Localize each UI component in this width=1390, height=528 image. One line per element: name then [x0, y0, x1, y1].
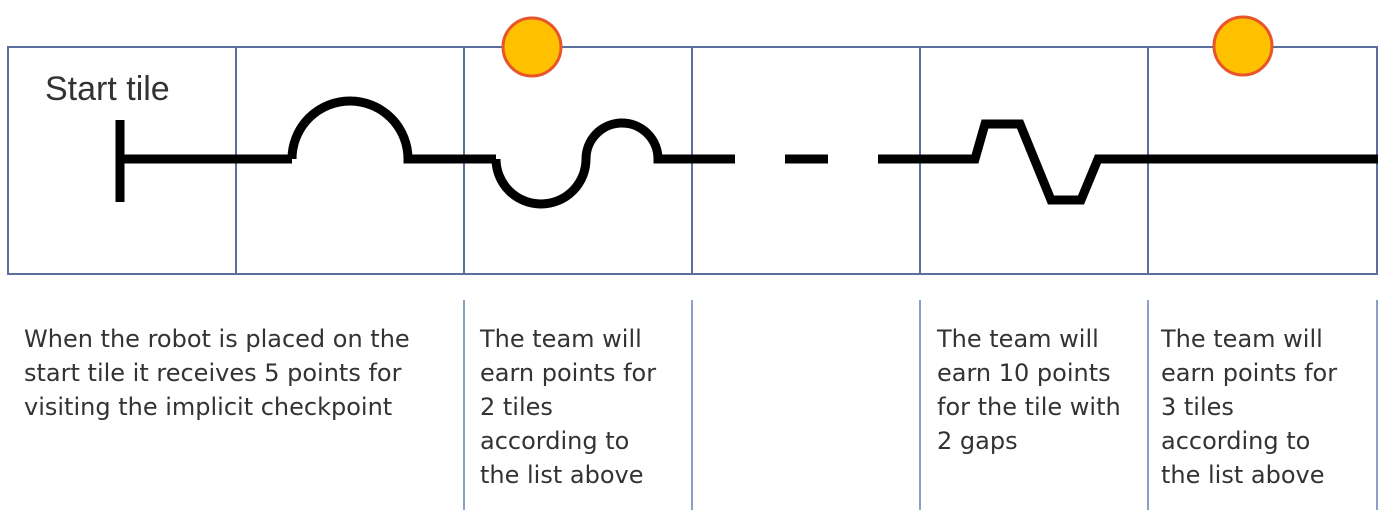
note-line: The team will [480, 325, 642, 353]
note-line: earn points for [1161, 359, 1338, 387]
note-line: The team will [937, 325, 1099, 353]
note-line: The team will [1161, 325, 1323, 353]
note-line: the list above [480, 461, 644, 489]
note-line: according to [480, 427, 630, 455]
note-line: 2 tiles [480, 393, 553, 421]
note-line: 3 tiles [1161, 393, 1234, 421]
note-line: according to [1161, 427, 1311, 455]
note-three-tiles: The team will earn points for 3 tiles ac… [1161, 322, 1337, 492]
note-line: visiting the implicit checkpoint [24, 393, 393, 421]
checkpoint-marker [501, 16, 563, 78]
note-line: earn points for [480, 359, 657, 387]
note-line: start tile it receives 5 points for [24, 359, 402, 387]
note-line: the list above [1161, 461, 1325, 489]
zigzag-line [878, 119, 1378, 205]
start-tile-label: Start tile [45, 70, 170, 108]
note-line: When the robot is placed on the [24, 325, 410, 353]
note-start-tile: When the robot is placed on the start ti… [24, 322, 410, 424]
checkpoints [501, 15, 1274, 78]
note-line: 2 gaps [937, 427, 1018, 455]
note-gaps-tile: The team will earn 10 points for the til… [937, 322, 1121, 458]
bump-line [287, 96, 496, 164]
checkpoint-marker [1212, 15, 1274, 77]
line-path [115, 96, 1378, 209]
note-two-tiles: The team will earn points for 2 tiles ac… [480, 322, 656, 492]
note-line: for the tile with [937, 393, 1121, 421]
wave-line [491, 118, 735, 209]
note-line: earn 10 points [937, 359, 1111, 387]
note-separators [463, 300, 1378, 510]
